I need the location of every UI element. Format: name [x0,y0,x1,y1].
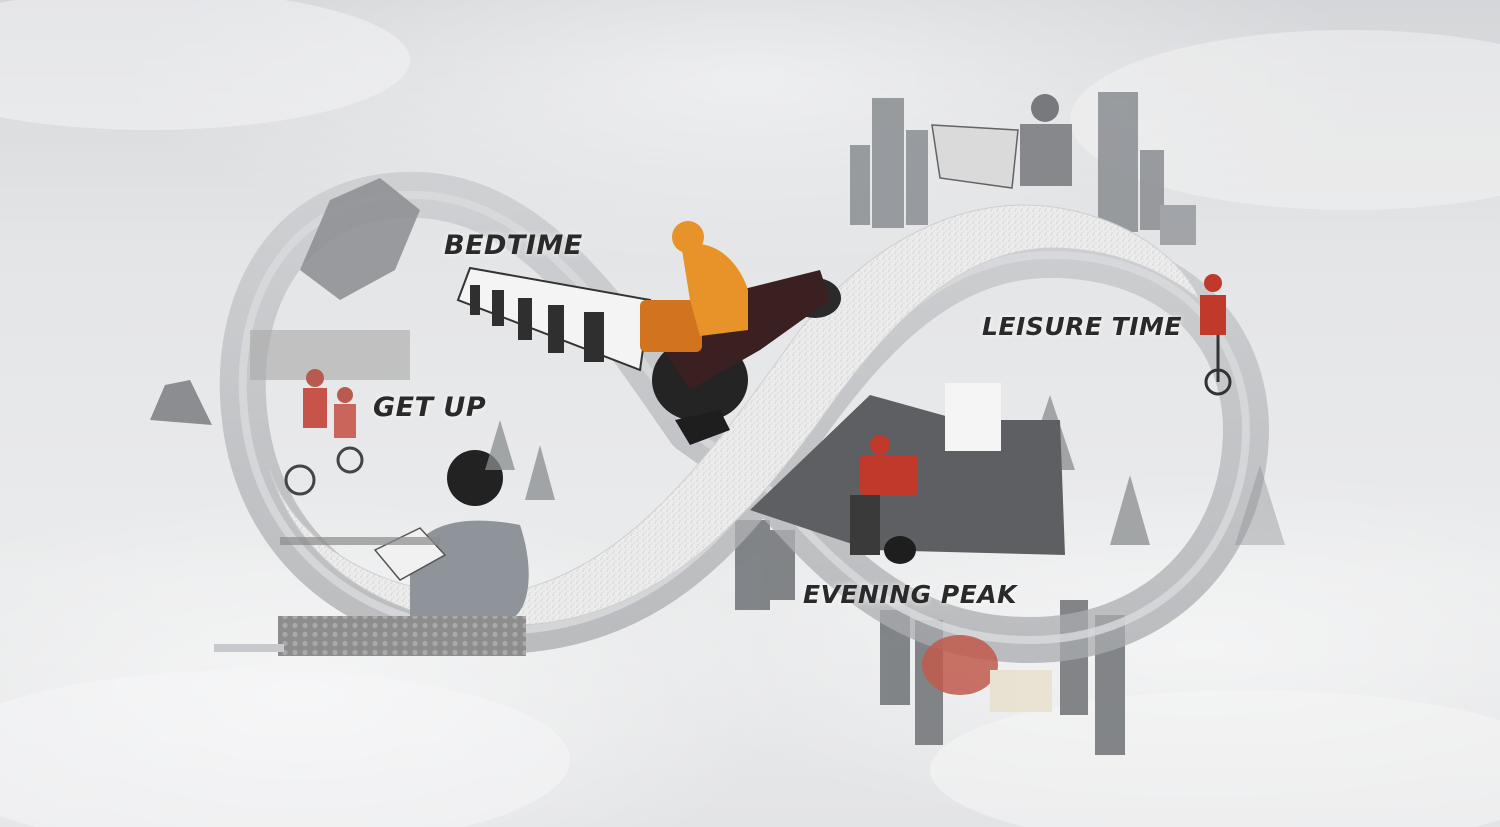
leisure-cyclist-icon [1200,274,1232,396]
ground-bar [214,644,284,652]
ground-ledge [280,537,440,545]
gravel-road [269,204,1201,626]
label-bedtime: BEDTIME [444,230,583,261]
label-leisure-time: LEISURE TIME [982,312,1182,341]
city-skyline-icon [850,92,1196,245]
skyline-courier-icon [931,94,1072,189]
delivery-rider-icon [640,221,841,445]
hex-mesh-panel [278,616,526,656]
cyclist-couple-icon [250,330,410,496]
label-get-up: GET UP [373,392,487,423]
label-evening-peak: EVENING PEAK [803,580,1017,609]
wreck-pile-icon [150,178,420,425]
evening-scene-icon [750,383,1065,564]
container-row-icon [456,266,652,372]
inverted-rider-icon [922,635,1052,712]
